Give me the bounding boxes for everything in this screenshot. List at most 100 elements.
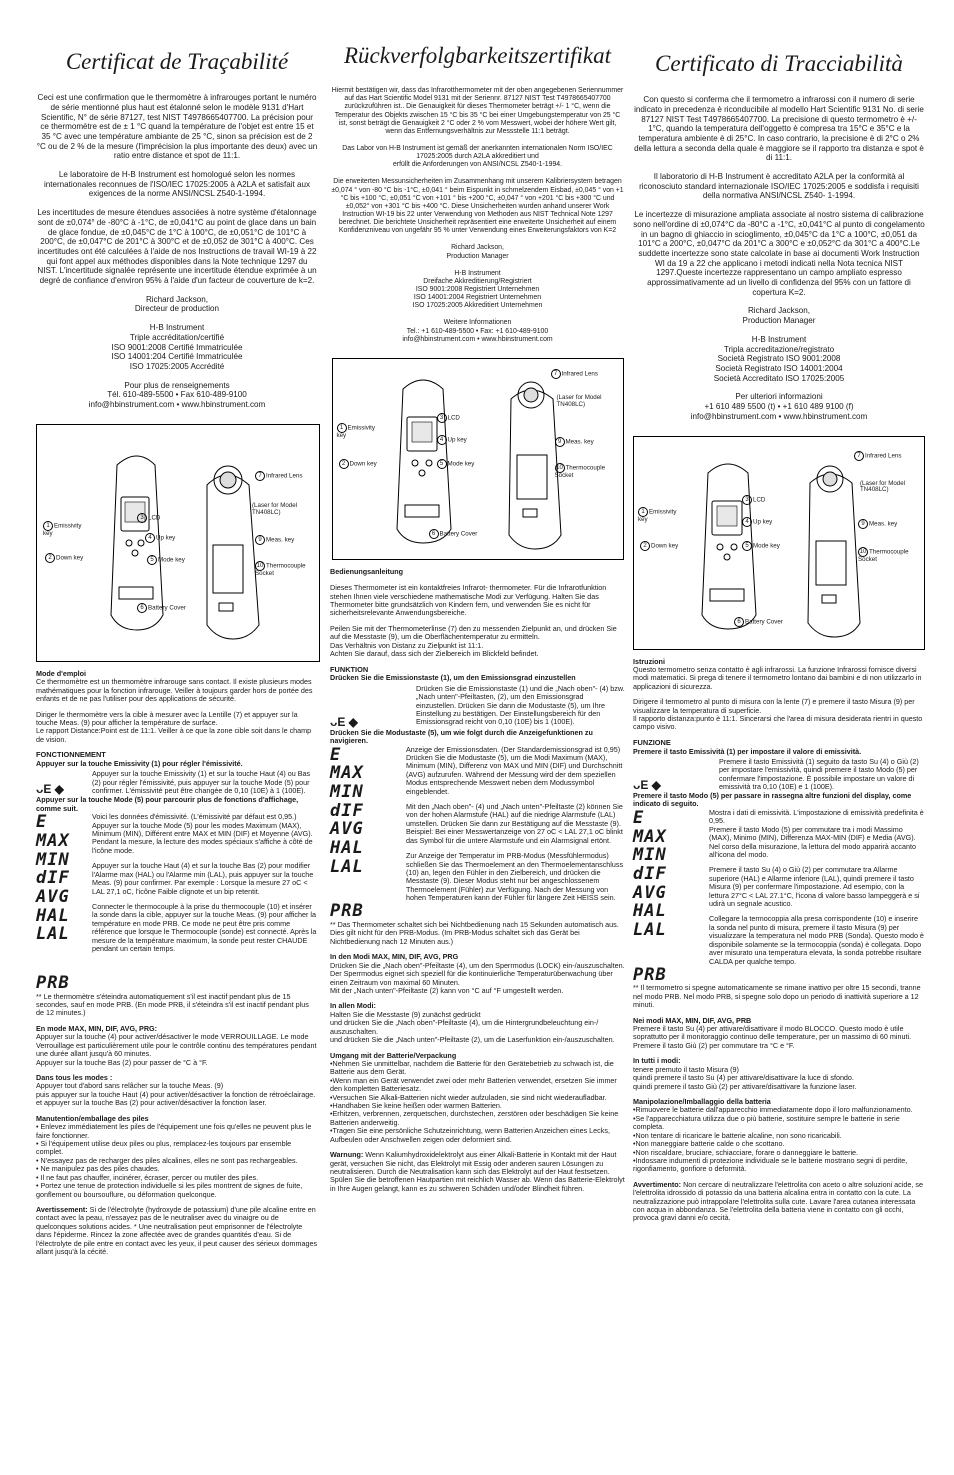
title-de: Rückverfolgbarkeitszertifikat <box>344 43 611 68</box>
func-title-fr: FONCTIONNEMENT <box>36 750 106 760</box>
func-sub2-fr: Appuyer sur la touche Mode (5) pour parc… <box>36 795 299 813</box>
warn-label-fr: Avertissement: <box>36 1204 88 1214</box>
note-it: ** Il termometro si spegne automaticamen… <box>633 983 921 1010</box>
func-m2-de: Mit den „Nach oben"- (4) und „Nach unten… <box>406 802 623 845</box>
company-fr: H-B Instrument Triple accréditation/cert… <box>111 323 243 371</box>
modes-title-it: Nei modi MAX, MIN, DIF, AVG, PRB <box>633 1015 752 1025</box>
modes-title-de: In den Modi MAX, MIN, DIF, AVG, PRG <box>330 952 459 962</box>
signature-de: Richard Jackson, Production Manager <box>446 244 509 260</box>
mode-p1-fr: Ce thermomètre est un thermomètre infrar… <box>36 677 313 704</box>
signature-fr: Richard Jackson, Directeur de production <box>134 294 220 314</box>
warn-text-de: Wenn Kaliumhydroxidelektrolyt aus einer … <box>330 1150 625 1193</box>
warn-text-fr: Si de l'électrolyte (hydroxyde de potass… <box>36 1204 318 1257</box>
batt-title-de: Umgang mit der Batterie/Verpackung <box>330 1050 457 1060</box>
intro-fr: Ceci est une confirmation que le thermom… <box>36 93 318 161</box>
mode-title-fr: Mode d'emploi <box>36 668 87 678</box>
mode-p1-de: Dieses Thermometer ist ein kontaktfreies… <box>330 583 607 618</box>
intro-de: Hiermit bestätigen wir, dass das Infraro… <box>331 87 624 135</box>
intro-it: Con questo si conferma che il termometro… <box>634 95 924 163</box>
note-fr: ** Le thermomètre s'éteindra automatique… <box>36 991 309 1018</box>
func-m2-it: Premere il tasto Su (4) o Giù (2) per co… <box>709 865 920 909</box>
lab-it: Il laboratorio di H-B Instrument è accre… <box>639 172 919 201</box>
emissivity-icon: ᴗE ◆ <box>36 782 64 797</box>
func-sub2-it: Premere il tasto Modo (5) per passare in… <box>633 791 912 809</box>
batt-text-fr: • Enlevez immédiatement les piles de l'é… <box>36 1122 312 1199</box>
modes-title-fr: En mode MAX, MIN, DIF, AVG, PRG: <box>36 1023 157 1033</box>
mode-p2-it: Dirigere il termometro al punto di misur… <box>633 697 923 732</box>
emissivity-icon: ᴗE ◆ <box>330 714 358 729</box>
mode-title-de: Bedienungsanleitung <box>330 566 404 576</box>
func-m1-fr: Voici les données d'émissivité. (L'émiss… <box>92 812 313 855</box>
modes-text-fr: Appuyer sur la touche (4) pour activer/d… <box>36 1032 317 1067</box>
uncertainty-de: Die erweiterten Messunsicherheiten im Zu… <box>331 178 624 235</box>
batt-title-it: Manipolazione/Imballaggio della batteria <box>633 1096 771 1106</box>
func-m3-fr: Connecter le thermocouple à la prise du … <box>92 901 317 954</box>
all-title-de: In allen Modi: <box>330 1001 376 1011</box>
func-sub1-fr: Appuyer sur la touche Emissivity (1) pou… <box>36 758 243 768</box>
all-text-de: Halten Sie die Messtaste (9) zunächst ge… <box>330 1009 615 1045</box>
column-german: Rückverfolgbarkeitszertifikat Hiermit be… <box>330 0 625 1200</box>
warn-text-it: Non cercare di neutralizzare l'elettroli… <box>633 1179 923 1223</box>
thermometer-drawing <box>701 463 861 638</box>
func-emi-fr: Appuyer sur la touche Emissivity (1) et … <box>92 769 311 796</box>
title-it: Certificato di Tracciabilità <box>655 51 903 76</box>
contact-fr: Pour plus de renseignements Tél. 610-489… <box>88 380 266 410</box>
func-sub1-de: Drücken Sie die Emissionstaste (1), um d… <box>330 673 576 683</box>
label-laser: (Laser for Model TN408LC) <box>860 479 906 494</box>
batt-title-fr: Manutention/emballage des piles <box>36 1113 149 1123</box>
all-title-fr: Dans tous les modes : <box>36 1073 113 1083</box>
lab-de: Das Labor von H-B Instrument ist gemäß d… <box>342 144 613 169</box>
thermometer-drawing <box>110 455 260 640</box>
func-emi-it: Premere il tasto Emissività (1) seguito … <box>719 756 919 792</box>
title-fr: Certificat de Traçabilité <box>65 49 289 74</box>
all-title-it: In tutti i modi: <box>633 1056 681 1066</box>
func-m3-it: Collegare la termocoppia alla presa corr… <box>709 914 924 966</box>
note-de: ** Das Thermometer schaltet sich bei Nic… <box>330 920 619 946</box>
func-sub1-it: Premere il tasto Emissività (1) per impo… <box>633 746 862 756</box>
warn-label-it: Avvertimento: <box>633 1179 682 1189</box>
contact-it: Per ulteriori informazioni +1 610 489 55… <box>690 392 868 421</box>
func-title-it: FUNZIONE <box>633 737 671 747</box>
func-m3-de: Zur Anzeige der Temperatur im PRB-Modus … <box>406 851 624 903</box>
thermometer-drawing <box>395 379 562 550</box>
func-title-de: FUNKTION <box>330 664 369 674</box>
batt-text-de: •Nehmen Sie unmittelbar, nachdem die Bat… <box>330 1058 619 1144</box>
func-emi-de: Drücken Sie die Emissionstaste (1) und d… <box>416 683 625 727</box>
mode-p1-it: Questo termometro senza contatto è agli … <box>633 664 922 691</box>
modes-text-it: Premere il tasto Su (4) per attivare/dis… <box>633 1024 912 1050</box>
all-text-it: tenere premuto il tasto Misura (9) quind… <box>633 1064 857 1091</box>
lab-fr: Le laboratoire de H-B Instrument est hom… <box>43 170 311 199</box>
func-m1-de: Anzeige der Emissionsdaten. (Der Standar… <box>406 744 623 796</box>
func-m2-fr: Appuyer sur la touche Haut (4) et sur la… <box>92 861 314 896</box>
all-text-fr: Appuyer tout d'abord sans relâcher sur l… <box>36 1081 316 1108</box>
company-de: H-B Instrument Dreifache Akkreditierung/… <box>412 269 543 310</box>
company-it: H-B Instrument Tripla accreditazione/reg… <box>713 334 845 383</box>
